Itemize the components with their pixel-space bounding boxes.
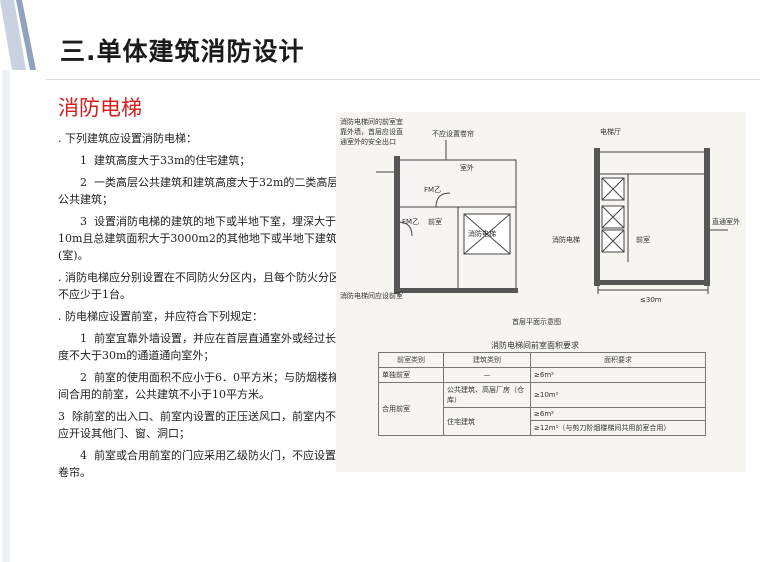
outdoor-label: 室外 [460, 163, 474, 172]
table-cell: ≥12m²（与剪刀阶烟楼梯间共用前室合用） [530, 420, 706, 436]
note-label: 通室外的安全出口 [340, 137, 396, 146]
paragraph: . 防电梯应设置前室，并应符合下列规定： [58, 310, 263, 323]
no-door-label: 不应设置卷帘 [432, 129, 474, 138]
page-title: 三.单体建筑消防设计 [60, 37, 305, 66]
paragraph: 4 前室或合用前室的门应采用乙级防火门，不应设置卷帘。 [58, 449, 336, 479]
note-label: 靠外墙，首层应设直 [340, 127, 403, 136]
table-row: ≥12m²（与剪刀阶烟楼梯间共用前室合用） [379, 420, 706, 436]
table-cell: ≥10m² [530, 382, 706, 408]
paragraph: 3 除前室的出入口、前室内设置的正压送风口，前室内不应开设其他门、窗、洞口； [58, 410, 336, 440]
section-title: 消防电梯 [58, 96, 142, 120]
table-cell: 单独前室 [378, 367, 444, 383]
table-cell: ≥6m² [530, 367, 706, 383]
paragraph: 1 前室宜靠外墙设置，并应在首层直通室外或经过长度不大于30m的通道通向室外； [58, 332, 336, 362]
door-label: FM乙 [402, 218, 419, 226]
column-header: 建筑类别 [443, 352, 531, 368]
front-room-label: 前室 [636, 235, 650, 244]
elevator-label: 消防电梯 [552, 235, 580, 244]
figure-caption: 首层平面示意图 [512, 317, 561, 326]
note-label: 消防电梯间应设前室 [340, 291, 403, 300]
note-label: 消防电梯间的前室宜 [340, 117, 403, 126]
direct-out-label: 直通室外 [712, 217, 740, 226]
title-bar [46, 22, 760, 80]
column-header: 面积要求 [530, 352, 706, 368]
paragraph: 2 前室的使用面积不应小于6．0平方米；与防烟楼梯间合用的前室，公共建筑不小于1… [58, 371, 339, 401]
table-header-row: 前室类别 建筑类别 面积要求 [378, 352, 706, 368]
table-cell: 住宅建筑 [443, 407, 531, 436]
table-cell: 合用前室 [378, 382, 444, 436]
column-header: 前室类别 [378, 352, 444, 368]
table-cell: ≥6m² [530, 407, 706, 421]
paragraph: . 消防电梯应分别设置在不同防火分区内，且每个防火分区不应少于1台。 [58, 271, 340, 301]
dimension-label: ≤30m [640, 296, 662, 304]
floor-plan-drawing: 消防电梯间的前室宜 靠外墙，首层应设直 通室外的安全出口 不应设置卷帘 室外 F… [340, 117, 740, 326]
front-room-label: 前室 [428, 217, 442, 226]
paragraph: . 下列建筑应设置消防电梯： [58, 132, 197, 145]
door-label: FM乙 [424, 186, 441, 194]
paragraph: 3 设置消防电梯的建筑的地下或半地下室，埋深大于10m且总建筑面积大于3000m… [58, 215, 337, 262]
table-cell: — [443, 367, 531, 383]
table-row: 单独前室 — ≥6m² [378, 367, 706, 383]
table-title: 消防电梯间前室面积要求 [491, 341, 579, 350]
decorative-stripes [0, 0, 36, 562]
paragraph: 2 一类高层公共建筑和建筑高度大于32m的二类高层公共建筑； [58, 176, 339, 206]
fire-elevator-label: 消防电梯 [468, 229, 496, 238]
elevator-hall-label: 电梯厅 [600, 127, 621, 136]
paragraph: 1 建筑高度大于33m的住宅建筑； [80, 154, 251, 167]
table-cell: 公共建筑、高层厂房（仓库） [443, 382, 531, 408]
body-text: . 下列建筑应设置消防电梯： 1 建筑高度大于33m的住宅建筑； 2 一类高层公… [58, 130, 346, 486]
table-row: 住宅建筑 ≥6m² [379, 407, 706, 436]
table-row: 合用前室 公共建筑、高层厂房（仓库） ≥10m² [378, 382, 706, 436]
area-requirement-table: 前室类别 建筑类别 面积要求 单独前室 — ≥6m² 合用前室 公共建筑、高层厂… [378, 352, 706, 436]
